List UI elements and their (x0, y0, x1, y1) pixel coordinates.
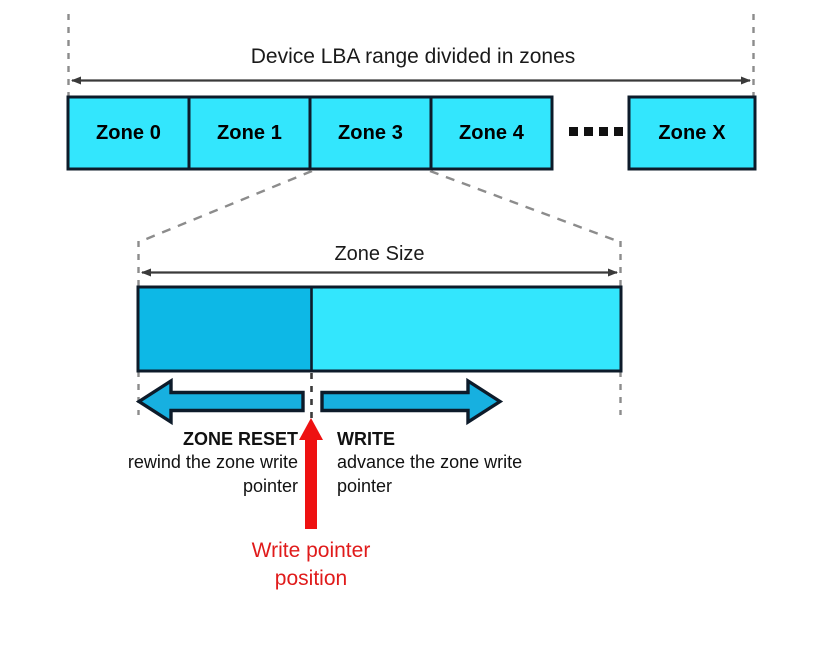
zone-reset-caption-head: ZONE RESET (182, 429, 298, 449)
zone-empty-segment[interactable] (311, 287, 621, 371)
lba-range-title: Device LBA range divided in zones (250, 45, 576, 68)
zone-reset-caption-body: rewind the zone write pointer (127, 452, 298, 496)
zone-reset-arrow[interactable] (135, 377, 305, 426)
zoom-connector-lines (138, 169, 621, 244)
zone-boxes (66, 95, 757, 171)
zone-box-3[interactable] (429, 95, 554, 171)
ellipsis-dots-icon (569, 127, 623, 136)
zone-box-2[interactable] (308, 95, 433, 171)
zone-label-3: Zone 4 (458, 121, 525, 144)
zone-label-0: Zone 0 (95, 121, 162, 144)
zone-capacity-bar (136, 285, 623, 373)
zone-label-1: Zone 1 (216, 121, 283, 144)
write-pointer-indicator-icon (299, 418, 323, 529)
zone-size-guides (137, 241, 622, 415)
zone-box-1[interactable] (187, 95, 312, 171)
connector-left (138, 169, 313, 244)
write-caption: WRITE advance the zone write pointer (337, 428, 537, 498)
lba-range-guides (67, 14, 755, 96)
write-arrow[interactable] (320, 377, 504, 426)
write-caption-head: WRITE (337, 429, 395, 449)
zone-bar-outline (136, 285, 623, 373)
zone-box-last[interactable] (627, 95, 757, 171)
zone-size-title: Zone Size (334, 243, 425, 265)
zone-box-0[interactable] (66, 95, 191, 171)
zone-reset-caption: ZONE RESET rewind the zone write pointer (118, 428, 298, 498)
write-pointer-position-caption: Write pointer position (251, 539, 371, 590)
zone-label-last: Zone X (658, 121, 726, 144)
zone-label-2: Zone 3 (337, 121, 404, 144)
connector-right (429, 169, 621, 244)
write-caption-body: advance the zone write pointer (337, 452, 523, 496)
zone-written-segment[interactable] (138, 287, 311, 371)
